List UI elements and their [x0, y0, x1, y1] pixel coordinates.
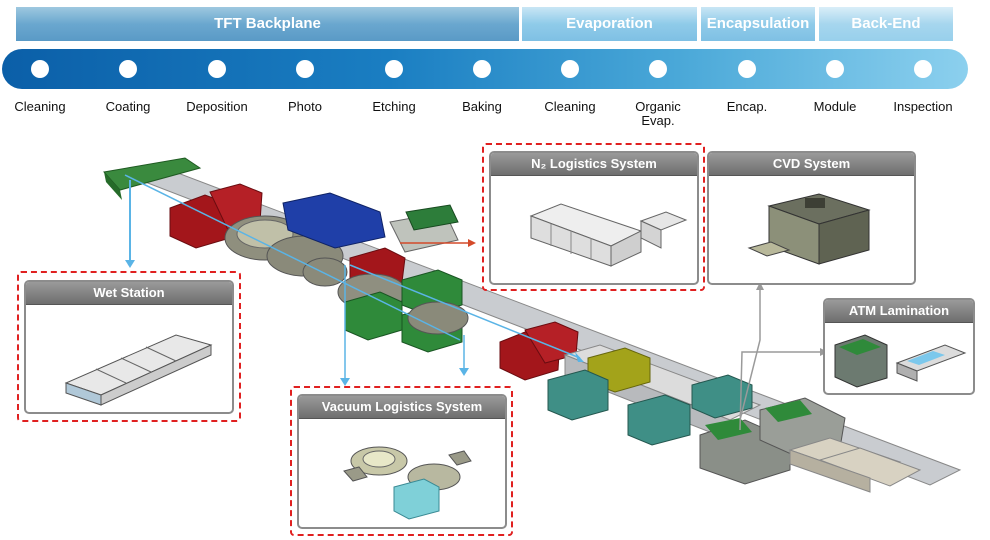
n2-logistics-panel: N₂ Logistics System [489, 151, 699, 285]
wet-station-panel: Wet Station [24, 280, 234, 414]
step-label-coating: Coating [105, 99, 151, 114]
step-dot [208, 60, 226, 78]
phase-evaporation: Evaporation [522, 7, 697, 41]
atm-lamination-title: ATM Lamination [825, 300, 973, 323]
step-label-cleaning: Cleaning [14, 99, 66, 114]
step-label-inspection: Inspection [893, 99, 953, 114]
phase-encapsulation: Encapsulation [701, 7, 815, 41]
phase-tft-backplane: TFT Backplane [16, 7, 519, 41]
cvd-drawing [747, 193, 871, 265]
step-dot [561, 60, 579, 78]
step-dot [119, 60, 137, 78]
step-label-module: Module [813, 99, 857, 114]
step-dot [738, 60, 756, 78]
phase-back-end: Back-End [819, 7, 953, 41]
step-label-photo: Photo [288, 99, 322, 114]
n2-logistics-drawing [529, 203, 688, 267]
step-dot [826, 60, 844, 78]
step-dot [473, 60, 491, 78]
step-label-cleaning-2: Cleaning [544, 99, 596, 114]
step-label-encap: Encap. [726, 99, 768, 114]
step-dot [296, 60, 314, 78]
vacuum-logistics-drawing [343, 446, 472, 520]
wet-station-drawing [64, 334, 213, 406]
n2-logistics-highlight [482, 143, 705, 291]
atm-lamination-panel: ATM Lamination [823, 298, 975, 395]
step-label-organic-evap: Organic Evap. [635, 99, 681, 128]
step-dot [914, 60, 932, 78]
step-dot [649, 60, 667, 78]
step-label-etching: Etching [372, 99, 416, 114]
vacuum-logistics-panel: Vacuum Logistics System [297, 394, 507, 529]
vacuum-logistics-highlight [290, 386, 513, 536]
cvd-title: CVD System [709, 153, 914, 176]
step-dot [31, 60, 49, 78]
step-label-baking: Baking [462, 99, 502, 114]
vacuum-logistics-title: Vacuum Logistics System [299, 396, 505, 419]
n2-logistics-title: N₂ Logistics System [491, 153, 697, 176]
step-dot [385, 60, 403, 78]
cvd-panel: CVD System [707, 151, 916, 285]
wet-station-highlight [17, 271, 241, 422]
step-label-deposition: Deposition [186, 99, 248, 114]
atm-lamination-drawing [834, 334, 967, 388]
wet-station-title: Wet Station [26, 282, 232, 305]
